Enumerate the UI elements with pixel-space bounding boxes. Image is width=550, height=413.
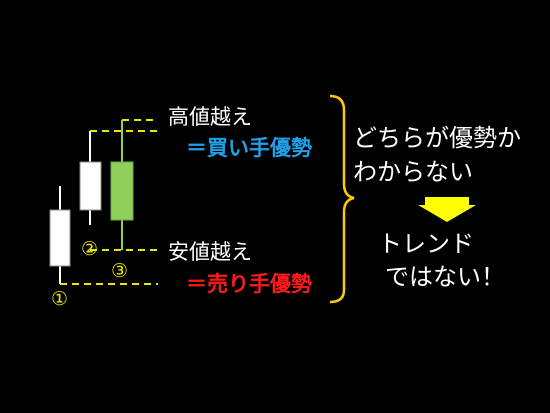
buyer-dominant-label: ＝買い手優勢 bbox=[186, 136, 312, 160]
candle-2-body bbox=[79, 161, 102, 211]
seller-dominant-label: ＝売り手優勢 bbox=[186, 272, 312, 296]
candle-1-number: ① bbox=[51, 288, 69, 310]
conclusion-line-1: どちらが優勢か bbox=[353, 124, 521, 152]
candle-1-body bbox=[49, 209, 71, 267]
high-break-label: 高値越え bbox=[168, 105, 252, 129]
candle-3-body bbox=[110, 161, 134, 221]
candle-2-number: ② bbox=[81, 238, 99, 260]
down-arrow bbox=[418, 197, 476, 222]
low-break-label: 安値越え bbox=[168, 240, 252, 264]
conclusion-line-3: トレンド bbox=[378, 230, 474, 258]
conclusion-line-2: わからない bbox=[353, 158, 473, 186]
candle-3-number: ③ bbox=[111, 260, 129, 282]
conclusion-line-4: ではない！ bbox=[385, 263, 505, 291]
curly-brace bbox=[329, 94, 355, 304]
